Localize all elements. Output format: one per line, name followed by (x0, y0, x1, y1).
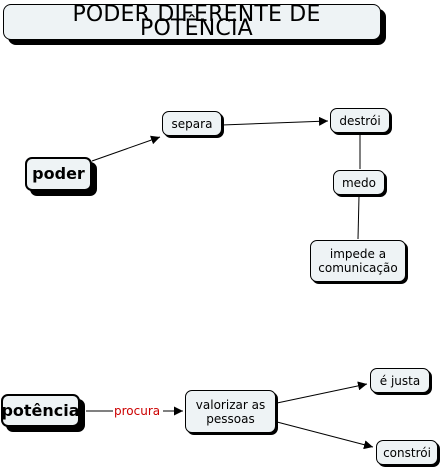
link-separa-destroi (221, 116, 329, 126)
concept-e-justa[interactable]: é justa (370, 368, 430, 393)
link-valorizar-constroi (276, 421, 374, 450)
concept-destroi[interactable]: destrói (330, 108, 390, 133)
concept-potencia[interactable]: potência (1, 394, 80, 427)
map-title: PODER DIFERENTE DE POTÊNCIA (3, 4, 381, 40)
concept-impede-comunicacao[interactable]: impede a comunicação (310, 240, 406, 282)
link-medo-impede (357, 195, 360, 240)
concept-poder[interactable]: poder (25, 157, 92, 191)
link-poder-separa (91, 135, 161, 162)
link-valorizar-ejusta (276, 381, 368, 404)
concept-constroi[interactable]: constrói (376, 440, 438, 465)
concept-valorizar-pessoas[interactable]: valorizar as pessoas (185, 390, 276, 433)
concept-medo[interactable]: medo (333, 170, 385, 195)
link-label-procura: procura (113, 404, 162, 418)
concept-separa[interactable]: separa (162, 111, 222, 136)
